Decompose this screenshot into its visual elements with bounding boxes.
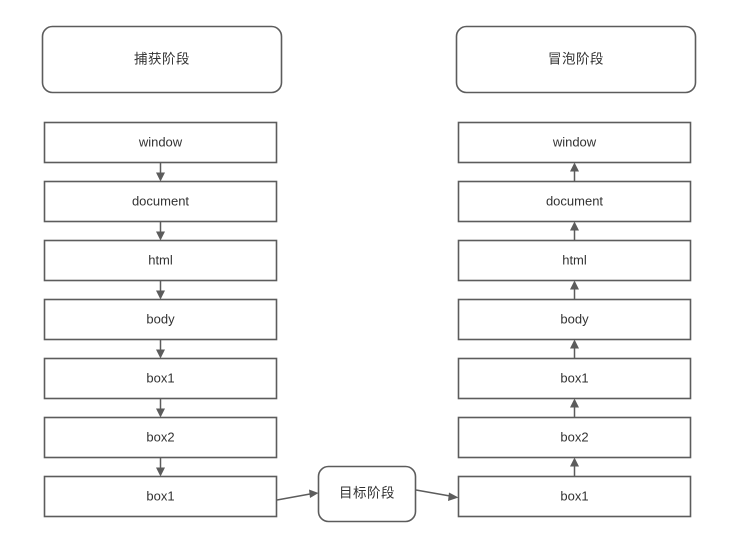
bubble-node-html[interactable]: html [457,239,692,282]
capture-box2-box[interactable] [43,416,278,459]
bubble-arrow-box2-box1 [570,398,579,418]
capture-node-window[interactable]: window [43,121,278,164]
capture-node-box1-lower[interactable]: box1 [43,475,278,518]
bubble-box1-lower-label: box1 [560,488,588,503]
edge-capture-to-target [276,489,319,501]
bubble-box2-label: box2 [560,429,588,444]
bubble-html-label: html [562,252,587,267]
bubble-body-label: body [560,311,589,326]
bubble-arrow-body-html [570,280,579,300]
bubble-document-box[interactable] [457,180,692,223]
capture-box1-lower-label: box1 [146,488,174,503]
capture-document-box[interactable] [43,180,278,223]
capture-box1-upper-label: box1 [146,370,174,385]
capture-phase-header[interactable]: 捕获阶段 [41,25,283,94]
capture-html-label: html [148,252,173,267]
bubble-box1-lower-box[interactable] [457,475,692,518]
bubble-arrow-box1lower-box2 [570,457,579,477]
capture-node-body[interactable]: body [43,298,278,341]
capture-arrow-box2-box1 [156,457,165,477]
bubble-box1-upper-box[interactable] [457,357,692,400]
bubble-node-box1-upper[interactable]: box1 [457,357,692,400]
bubble-phase-header[interactable]: 冒泡阶段 [455,25,697,94]
capture-arrow-document-html [156,221,165,241]
capture-document-label: document [132,193,189,208]
bubble-node-window[interactable]: window [457,121,692,164]
bubble-node-box2[interactable]: box2 [457,416,692,459]
capture-arrow-window-document [156,162,165,182]
capture-body-label: body [146,311,175,326]
target-phase-label: 目标阶段 [339,486,395,501]
bubble-header-box[interactable] [455,25,697,94]
capture-node-html[interactable]: html [43,239,278,282]
bubble-box1-upper-label: box1 [560,370,588,385]
bubble-node-body[interactable]: body [457,298,692,341]
capture-box2-label: box2 [146,429,174,444]
bubble-window-label: window [552,134,597,149]
capture-arrow-body-box1 [156,339,165,359]
capture-html-box[interactable] [43,239,278,282]
bubble-arrow-document-window [570,162,579,182]
bubble-node-document[interactable]: document [457,180,692,223]
capture-box1-lower-box[interactable] [43,475,278,518]
bubble-html-box[interactable] [457,239,692,282]
bubble-window-box[interactable] [457,121,692,164]
bubble-document-label: document [546,193,603,208]
bubble-box2-box[interactable] [457,416,692,459]
capture-node-document[interactable]: document [43,180,278,223]
target-phase-node[interactable]: 目标阶段 [317,465,417,523]
capture-node-box2[interactable]: box2 [43,416,278,459]
edge-target-to-bubble [415,489,459,501]
bubble-header-label: 冒泡阶段 [548,52,604,67]
capture-arrow-box1-box2 [156,398,165,418]
capture-header-box[interactable] [41,25,283,94]
capture-arrow-html-body [156,280,165,300]
capture-box1-upper-box[interactable] [43,357,278,400]
bubble-body-box[interactable] [457,298,692,341]
capture-header-label: 捕获阶段 [134,52,190,67]
bubble-arrow-box1-body [570,339,579,359]
capture-window-label: window [138,134,183,149]
capture-node-box1-upper[interactable]: box1 [43,357,278,400]
bubble-arrow-html-document [570,221,579,241]
target-phase-box[interactable] [317,465,417,523]
bubble-node-box1-lower[interactable]: box1 [457,475,692,518]
